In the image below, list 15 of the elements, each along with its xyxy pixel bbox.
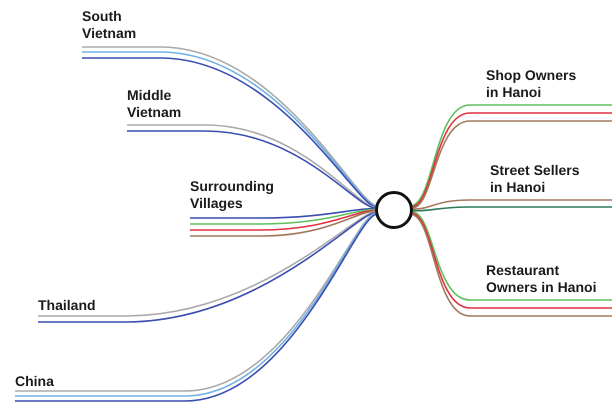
hub-circle <box>375 191 413 229</box>
node-label: Street Sellers in Hanoi <box>490 162 580 196</box>
flow-line <box>190 210 376 231</box>
node-label: Restaurant Owners in Hanoi <box>486 262 598 296</box>
node-label: Shop Owners in Hanoi <box>486 67 578 101</box>
flow-line <box>412 206 612 212</box>
flow-line <box>190 208 376 219</box>
node-label: South Vietnam <box>82 8 138 42</box>
flow-line <box>412 199 612 210</box>
flow-line <box>190 210 376 237</box>
node-label: China <box>15 373 55 390</box>
node-label: Surrounding Villages <box>190 178 275 212</box>
node-label: Thailand <box>38 297 97 314</box>
node-label: Middle Vietnam <box>127 87 182 121</box>
flow-line <box>190 208 376 225</box>
